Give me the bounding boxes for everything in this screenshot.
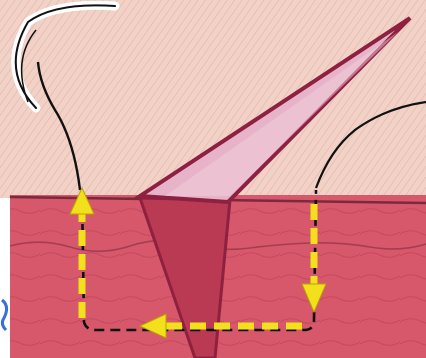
edge-mark — [2, 300, 7, 330]
